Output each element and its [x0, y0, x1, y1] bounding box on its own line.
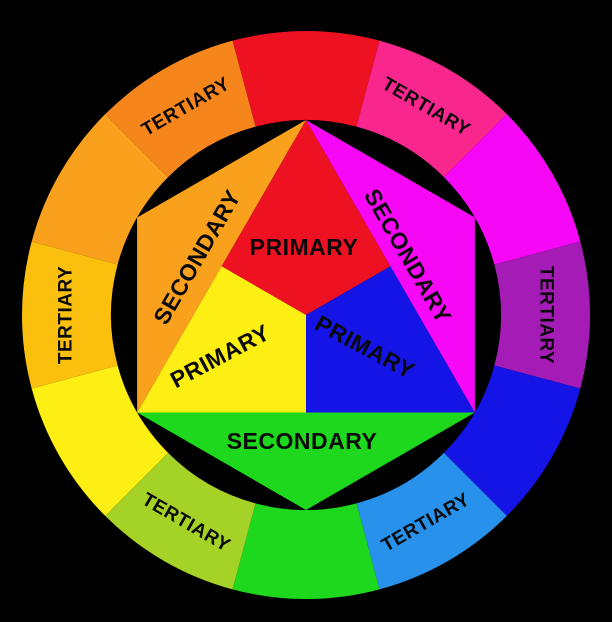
wheel-shape-secondary-green — [137, 412, 475, 510]
wheel-shape-primary-blue — [306, 266, 475, 413]
wheel-shape-secondary-magenta — [306, 120, 475, 413]
ring-segment-violet — [494, 241, 590, 389]
wheel-label-secondary-green: SECONDARY — [227, 428, 378, 454]
ring-segment-yellow-green — [105, 452, 256, 590]
wheel-label-primary-red: PRIMARY — [250, 234, 359, 260]
ring-segment-magenta — [443, 114, 581, 265]
ring-segment-blue — [443, 365, 581, 516]
wheel-shape-secondary-orange — [137, 120, 306, 413]
ring-segment-yellow — [31, 365, 169, 516]
ring-label-violet: TERTIARY — [536, 266, 557, 364]
ring-label-gold: TERTIARY — [56, 266, 77, 364]
ring-segment-orange-red — [105, 40, 256, 178]
ring-segment-orange — [31, 114, 169, 265]
ring-segment-red-magenta — [356, 40, 507, 178]
ring-segment-gold — [22, 241, 118, 389]
ring-segment-green — [232, 503, 380, 599]
wheel-shape-primary-red — [221, 120, 391, 315]
ring-segment-azure — [356, 452, 507, 590]
ring-segment-red — [232, 31, 380, 127]
wheel-shape-primary-yellow — [137, 266, 306, 413]
